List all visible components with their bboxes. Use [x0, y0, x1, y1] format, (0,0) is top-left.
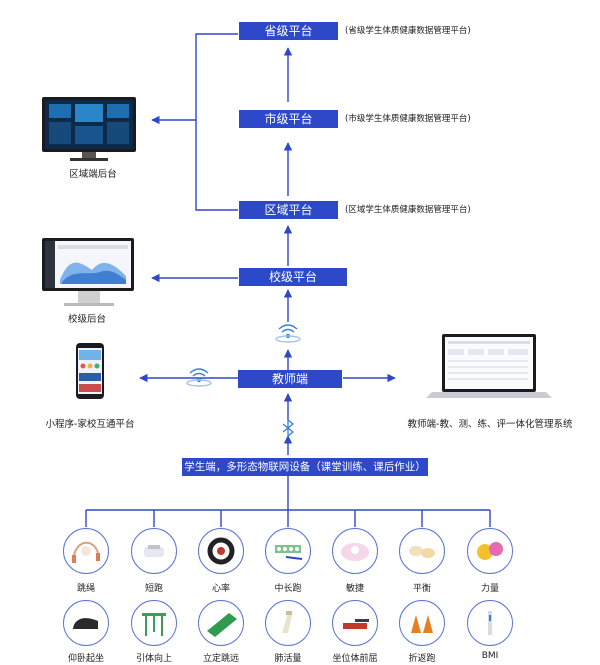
teacher-box[interactable]: 教师端: [238, 370, 342, 388]
pull-up-icon: [131, 600, 177, 646]
sprint-sensor-icon: [131, 528, 177, 574]
district-platform-note: (区域学生体质健康数据管理平台): [345, 205, 471, 215]
device-label: 中长跑: [274, 584, 302, 594]
device-label: BMI: [481, 651, 499, 661]
distance-run-icon: [265, 528, 311, 574]
device-label: 坐位体前屈: [332, 654, 378, 664]
school-platform-box[interactable]: 校级平台: [239, 268, 347, 286]
device-label: 敏捷: [345, 584, 364, 594]
device-label: 心率: [211, 584, 230, 594]
city-platform-note: (市级学生体质健康数据管理平台): [345, 114, 471, 124]
device-label: 短跑: [144, 584, 163, 594]
device-label: 平衡: [412, 584, 431, 594]
teacher-laptop: [426, 334, 552, 398]
bmi-scale-icon: [467, 600, 513, 646]
bluetooth-icon: [282, 418, 295, 438]
city-platform-box[interactable]: 市级平台: [239, 110, 338, 128]
shuttle-run-cone-icon: [399, 600, 445, 646]
wifi-icon: [186, 368, 212, 387]
school-backend-monitor: [42, 238, 134, 306]
spirometer-icon: [265, 600, 311, 646]
device-label: 立定跳远: [202, 654, 239, 664]
long-jump-mat-icon: [198, 600, 244, 646]
strength-ball-icon: [467, 528, 513, 574]
province-platform-box[interactable]: 省级平台: [239, 22, 338, 40]
district-platform-box[interactable]: 区域平台: [239, 201, 338, 219]
mini-program-phone: [76, 343, 104, 399]
school-platform-label: 校级平台: [268, 270, 317, 284]
sit-up-icon: [63, 600, 109, 646]
device-label: 引体向上: [135, 654, 172, 664]
province-platform-note: (省级学生体质健康数据管理平台): [345, 26, 471, 36]
device-label: 跳绳: [76, 584, 95, 594]
teacher-system-caption: 教师端-教、测、练、评一体化管理系统: [407, 419, 573, 430]
device-label: 折返跑: [408, 654, 436, 664]
sit-reach-icon: [332, 600, 378, 646]
heart-rate-band-icon: [198, 528, 244, 574]
device-label: 仰卧起坐: [67, 654, 104, 664]
district-platform-label: 区域平台: [264, 203, 313, 217]
district-backend-monitor: [42, 97, 136, 161]
bracket-line: [195, 33, 238, 211]
teacher-label: 教师端: [271, 372, 308, 386]
school-backend-caption: 校级后台: [67, 314, 106, 325]
device-label: 肺活量: [274, 654, 302, 664]
district-backend-caption: 区域端后台: [69, 169, 117, 180]
city-platform-label: 市级平台: [264, 112, 313, 126]
wifi-icon: [275, 324, 301, 343]
mini-program-caption: 小程序-家校互通平台: [45, 419, 135, 430]
device-label: 力量: [480, 584, 499, 594]
jump-rope-icon: [63, 528, 109, 574]
balance-pad-icon: [399, 528, 445, 574]
province-platform-label: 省级平台: [264, 24, 313, 38]
student-devices-bar[interactable]: 学生端，多形态物联网设备（课堂训练、课后作业）: [182, 458, 428, 476]
agility-pad-icon: [332, 528, 378, 574]
